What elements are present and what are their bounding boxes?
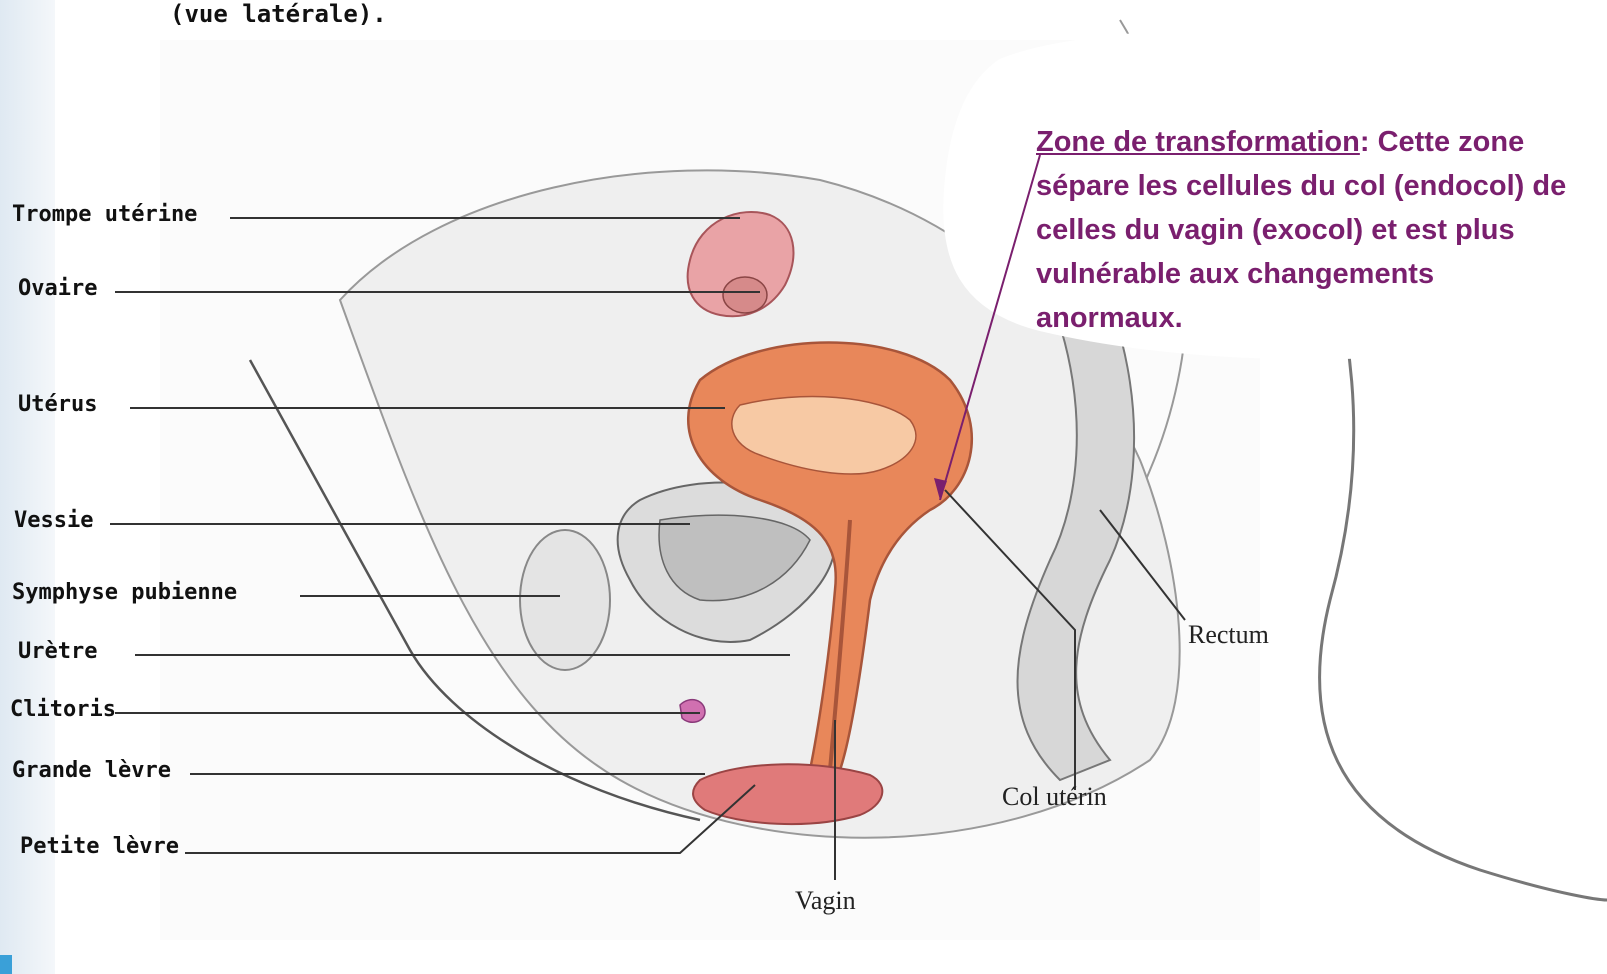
label-rectum: Rectum [1188, 620, 1269, 650]
label-uterus: Utérus [18, 392, 97, 417]
figure-caption: (vue latérale). [170, 0, 387, 28]
label-petite-levre: Petite lèvre [20, 834, 179, 859]
label-ovaire: Ovaire [18, 276, 97, 301]
ovary-shape [723, 277, 767, 313]
callout-title: Zone de transformation [1036, 126, 1360, 158]
label-col-uterin: Col utérin [1002, 782, 1107, 812]
label-trompe-uterine: Trompe utérine [12, 202, 197, 227]
label-symphyse-pubienne: Symphyse pubienne [12, 580, 237, 605]
callout-text: Zone de transformation: Cette zone sépar… [1036, 120, 1576, 340]
clitoris-shape [680, 700, 705, 723]
label-vagin: Vagin [795, 886, 856, 916]
label-uretre: Urètre [18, 639, 97, 664]
label-grande-levre: Grande lèvre [12, 758, 171, 783]
label-clitoris: Clitoris [10, 697, 116, 722]
pubic-symphysis-shape [520, 530, 610, 670]
label-vessie: Vessie [14, 508, 93, 533]
